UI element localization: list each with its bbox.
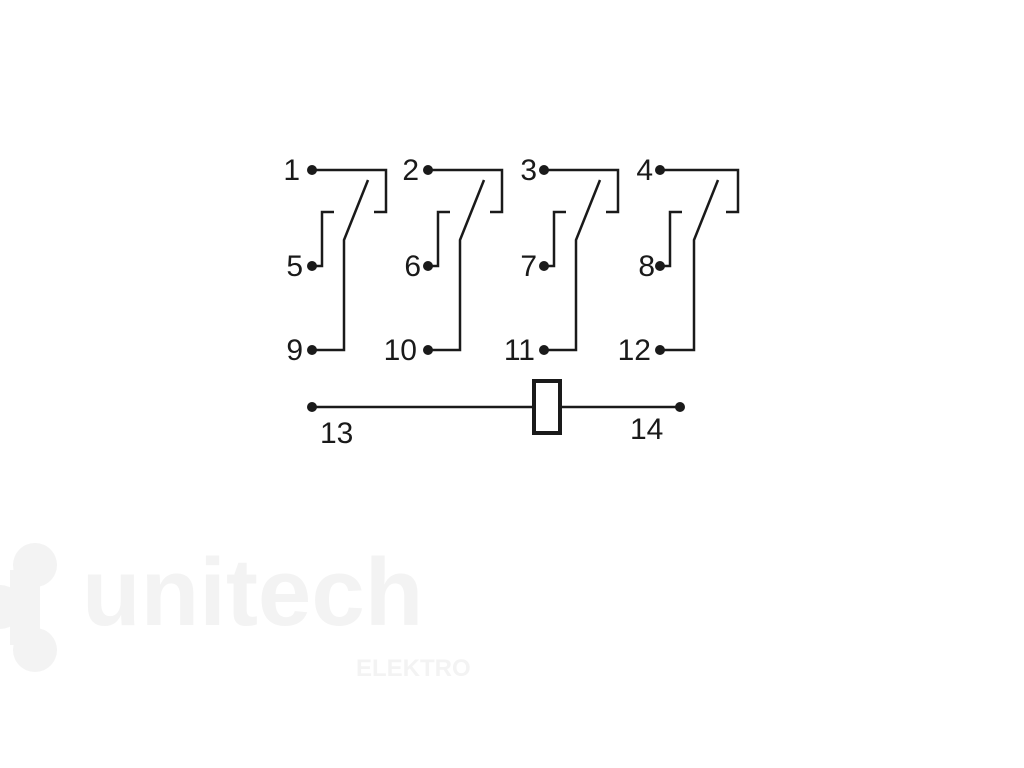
terminal-coil-a bbox=[307, 402, 317, 412]
nc-wire-3 bbox=[544, 210, 566, 268]
brand-logo-icon bbox=[0, 543, 57, 672]
common-wire-2 bbox=[428, 179, 486, 352]
nc-wire-2 bbox=[428, 210, 450, 268]
contact-group-1: 1 5 9 bbox=[283, 154, 388, 367]
pin-label-no-1: 1 bbox=[283, 154, 300, 187]
pin-label-common-1: 9 bbox=[286, 334, 303, 367]
pin-label-common-4: 12 bbox=[618, 334, 651, 367]
nc-wire-1 bbox=[312, 210, 334, 268]
pin-label-nc-1: 5 bbox=[286, 250, 303, 283]
pin-label-coil-b: 14 bbox=[630, 413, 663, 446]
no-wire-3 bbox=[544, 168, 620, 214]
watermark-brand: unitech bbox=[82, 539, 423, 646]
no-wire-2 bbox=[428, 168, 504, 214]
watermark: unitech ELEKTRO bbox=[0, 539, 471, 682]
pin-label-no-2: 2 bbox=[402, 154, 419, 187]
common-wire-3 bbox=[544, 179, 602, 352]
common-wire-1 bbox=[312, 179, 370, 352]
pin-label-nc-2: 6 bbox=[404, 250, 421, 283]
watermark-subtitle: ELEKTRO bbox=[356, 655, 471, 682]
coil-icon bbox=[532, 379, 562, 435]
contact-group-3: 3 7 11 bbox=[504, 154, 620, 367]
nc-wire-4 bbox=[660, 210, 682, 268]
pin-label-common-2: 10 bbox=[384, 334, 417, 367]
pin-label-nc-3: 7 bbox=[520, 250, 537, 283]
common-wire-4 bbox=[660, 179, 720, 352]
pin-label-no-4: 4 bbox=[636, 154, 653, 187]
pin-label-coil-a: 13 bbox=[320, 417, 353, 450]
pin-label-common-3: 11 bbox=[504, 334, 535, 367]
terminal-coil-b bbox=[675, 402, 685, 412]
coil-group: 13 14 bbox=[307, 379, 685, 450]
no-wire-1 bbox=[312, 168, 388, 214]
contact-group-2: 2 6 10 bbox=[384, 154, 504, 367]
no-wire-4 bbox=[660, 168, 740, 214]
pin-label-no-3: 3 bbox=[520, 154, 537, 187]
contact-group-4: 4 8 12 bbox=[618, 154, 740, 367]
pin-label-nc-4: 8 bbox=[638, 250, 655, 283]
